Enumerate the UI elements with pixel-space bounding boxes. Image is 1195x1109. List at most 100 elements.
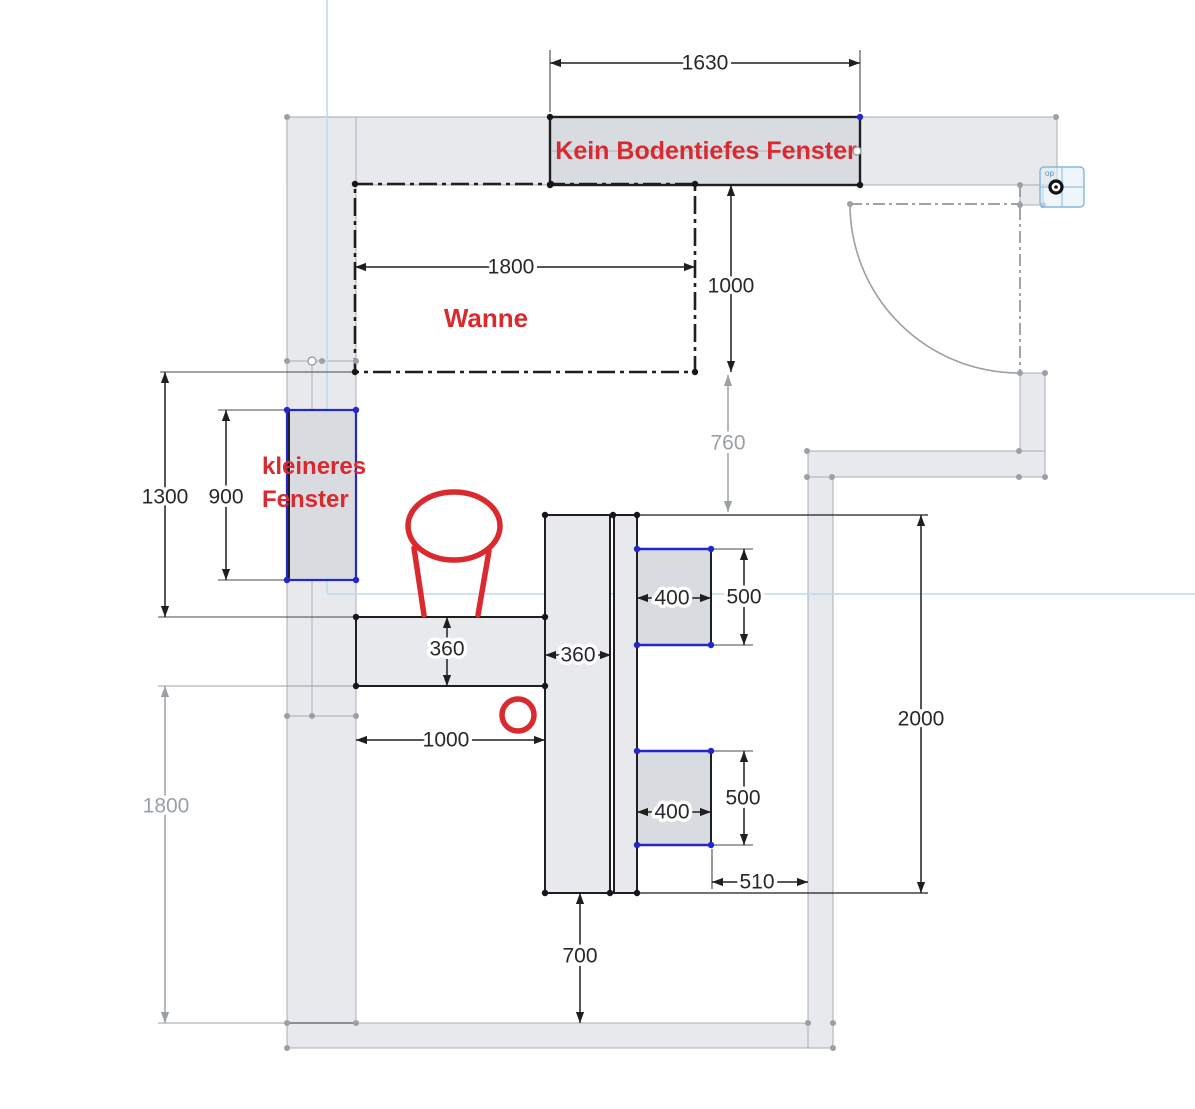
dimension-value[interactable]: 900 bbox=[205, 482, 247, 512]
dim-wall-to-counter[interactable]: 1300 bbox=[138, 371, 356, 618]
sketch-point-blue[interactable] bbox=[707, 545, 715, 553]
origin-view-widget[interactable]: op bbox=[1039, 166, 1085, 208]
dimension-value[interactable]: 500 bbox=[722, 783, 764, 813]
sketch-point-blue[interactable] bbox=[352, 406, 360, 414]
sketch-point-open[interactable] bbox=[852, 146, 862, 156]
sketch-point-gray[interactable] bbox=[1016, 474, 1022, 480]
dim-counter-depth[interactable]: 360 bbox=[426, 617, 468, 686]
sketch-point-gray[interactable] bbox=[804, 448, 810, 454]
dim-top-window-width[interactable]: 1630 bbox=[549, 48, 861, 112]
dim-lower-fixture-height[interactable]: 500 bbox=[713, 750, 764, 846]
sketch-point[interactable] bbox=[541, 889, 549, 897]
dim-column-to-wall[interactable]: 700 bbox=[559, 893, 601, 1023]
sketch-point-gray[interactable] bbox=[1017, 202, 1023, 208]
dim-left-window-height[interactable]: 900 bbox=[205, 409, 287, 581]
dim-counter-to-bottom-wall[interactable]: 1800 bbox=[139, 685, 356, 1024]
sketch-point-blue[interactable] bbox=[633, 641, 641, 649]
dimension-value[interactable]: 760 bbox=[707, 428, 749, 458]
sketch-point-gray[interactable] bbox=[319, 358, 325, 364]
sketch-point-gray[interactable] bbox=[284, 358, 290, 364]
column-left[interactable] bbox=[544, 514, 611, 894]
sketch-point[interactable] bbox=[606, 889, 614, 897]
sketch-point[interactable] bbox=[633, 889, 641, 897]
dimension-value[interactable]: 700 bbox=[559, 941, 601, 971]
sketch-point-blue[interactable] bbox=[707, 641, 715, 649]
sketch-point-gray[interactable] bbox=[1042, 474, 1048, 480]
sketch-point-blue[interactable] bbox=[283, 406, 291, 414]
left-window-rect[interactable] bbox=[285, 408, 358, 582]
sketch-point-blue[interactable] bbox=[707, 747, 715, 755]
dim-bathtub-depth[interactable]: 1000 bbox=[704, 185, 758, 372]
sketch-point-gray[interactable] bbox=[284, 1020, 290, 1026]
sketch-point[interactable] bbox=[541, 511, 549, 519]
sketch-point-blue[interactable] bbox=[633, 841, 641, 849]
sketch-point-gray[interactable] bbox=[284, 713, 290, 719]
basin-right-line[interactable] bbox=[475, 548, 492, 618]
dimension-value[interactable]: 400 bbox=[651, 583, 693, 613]
sketch-point-blue[interactable] bbox=[707, 841, 715, 849]
dim-lower-fixture-width[interactable]: 400 bbox=[637, 797, 711, 827]
column-right[interactable] bbox=[613, 514, 638, 894]
top-window-label[interactable]: Kein Bodentiefes Fenster bbox=[555, 137, 857, 165]
sketch-point-gray[interactable] bbox=[1053, 114, 1059, 120]
sketch-point-gray[interactable] bbox=[284, 114, 290, 120]
sketch-point[interactable] bbox=[691, 180, 699, 188]
sketch-point-gray[interactable] bbox=[309, 713, 315, 719]
dimension-value[interactable]: 400 bbox=[651, 797, 693, 827]
left-window-label-line1[interactable]: kleineres bbox=[262, 453, 366, 480]
dim-bathtub-width[interactable]: 1800 bbox=[355, 252, 695, 282]
right-horizontal-wall[interactable] bbox=[807, 450, 1046, 478]
dim-zone-height[interactable]: 2000 bbox=[894, 515, 948, 893]
right-upper-wall[interactable] bbox=[1019, 372, 1046, 452]
sketch-point-open[interactable] bbox=[307, 356, 317, 366]
lower-fixture-fill[interactable] bbox=[637, 751, 711, 845]
sketch-point[interactable] bbox=[691, 368, 699, 376]
sketch-point-gray[interactable] bbox=[829, 474, 835, 480]
sketch-point-gray[interactable] bbox=[284, 1045, 290, 1051]
sketch-point[interactable] bbox=[352, 613, 360, 621]
sketch-point[interactable] bbox=[351, 368, 359, 376]
dimension-value[interactable]: 1800 bbox=[484, 252, 538, 282]
sketch-point-blue[interactable] bbox=[856, 113, 864, 121]
sketch-point-gray[interactable] bbox=[1017, 370, 1023, 376]
dimension-value[interactable]: 1630 bbox=[678, 48, 732, 78]
left-window[interactable] bbox=[285, 408, 358, 582]
basin-ellipse[interactable] bbox=[405, 489, 503, 563]
dim-column-width[interactable]: 360 bbox=[545, 640, 611, 670]
sketch-point[interactable] bbox=[541, 682, 549, 690]
sketch-point-blue[interactable] bbox=[633, 545, 641, 553]
dim-counter-width[interactable]: 1000 bbox=[356, 725, 545, 755]
sketch-point-blue[interactable] bbox=[352, 576, 360, 584]
sketch-point-gray[interactable] bbox=[805, 1020, 811, 1026]
sketch-point[interactable] bbox=[352, 682, 360, 690]
origin-point-icon[interactable] bbox=[1048, 179, 1064, 195]
sketch-point-gray[interactable] bbox=[353, 713, 359, 719]
left-window-label-line2[interactable]: Fenster bbox=[262, 486, 349, 513]
sketch-point-gray[interactable] bbox=[353, 1020, 359, 1026]
dimension-value[interactable]: 360 bbox=[426, 634, 468, 664]
sketch-point-blue[interactable] bbox=[633, 747, 641, 755]
dim-upper-fixture-width[interactable]: 400 bbox=[637, 583, 711, 613]
sketch-point[interactable] bbox=[856, 181, 864, 189]
dimension-value[interactable]: 1800 bbox=[139, 791, 193, 821]
bathtub-outline[interactable] bbox=[353, 182, 697, 374]
dimension-value[interactable]: 1000 bbox=[704, 271, 758, 301]
sketch-point-gray[interactable] bbox=[847, 201, 853, 207]
right-lower-wall[interactable] bbox=[807, 476, 834, 1049]
door-swing-arc[interactable] bbox=[849, 203, 1021, 374]
dimension-value[interactable]: 2000 bbox=[894, 704, 948, 734]
sketch-point[interactable] bbox=[546, 113, 554, 121]
basin-sketch[interactable] bbox=[405, 489, 503, 618]
bathtub-label[interactable]: Wanne bbox=[444, 303, 528, 333]
dim-upper-fixture-height[interactable]: 500 bbox=[713, 548, 765, 646]
sketch-point[interactable] bbox=[546, 181, 554, 189]
bottom-wall[interactable] bbox=[286, 1022, 834, 1049]
sketch-point-gray[interactable] bbox=[353, 358, 359, 364]
dimension-value[interactable]: 1300 bbox=[138, 482, 192, 512]
sketch-point-gray[interactable] bbox=[804, 474, 810, 480]
dimension-value[interactable]: 360 bbox=[557, 640, 599, 670]
sketch-point[interactable] bbox=[633, 511, 641, 519]
sketch-point[interactable] bbox=[541, 613, 549, 621]
dimension-value[interactable]: 510 bbox=[736, 867, 778, 897]
lower-fixture[interactable] bbox=[636, 749, 712, 847]
